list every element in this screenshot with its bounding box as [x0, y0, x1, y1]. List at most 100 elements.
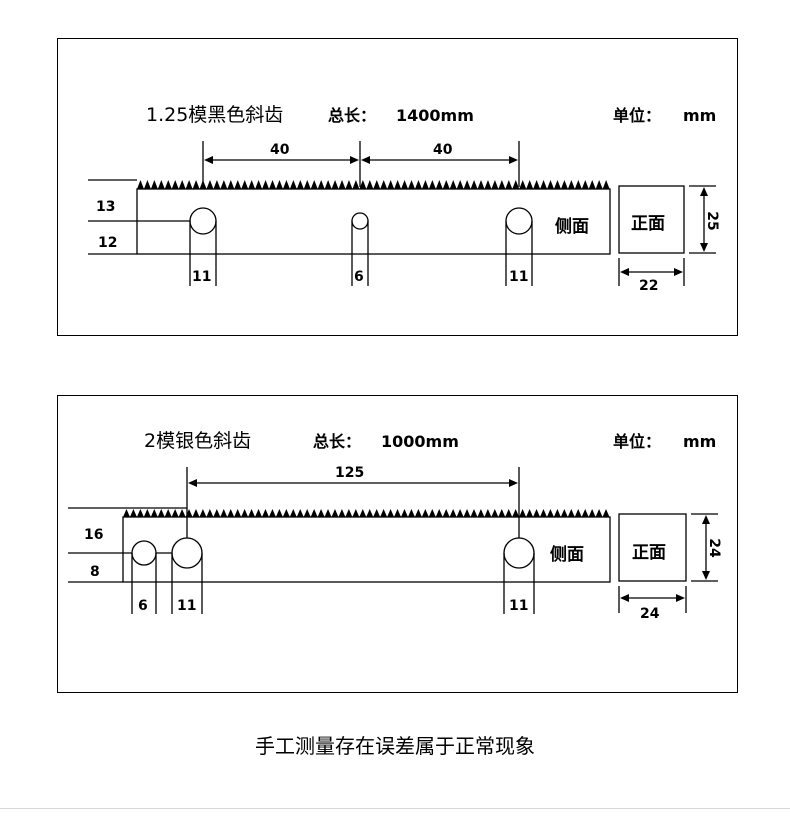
rack-tooth	[296, 509, 304, 517]
rack-tooth	[574, 509, 582, 517]
rack-tooth	[345, 180, 353, 189]
rack-tooth	[157, 509, 165, 517]
rack-2-dim-hole-left: 11	[177, 598, 196, 614]
rack-tooth	[366, 509, 374, 517]
rack-tooth	[157, 180, 165, 189]
rack-tooth	[352, 509, 360, 517]
rack-1-dim-hole-mid: 6	[354, 269, 364, 285]
rack-tooth	[470, 180, 478, 189]
rack-tooth	[234, 509, 242, 517]
rack-tooth	[491, 180, 499, 189]
rack-tooth	[401, 180, 409, 189]
rack-2-teeth	[123, 509, 610, 517]
rack-1-dim-height-upper: 13	[96, 199, 115, 215]
rack-tooth	[567, 509, 575, 517]
rack-tooth	[435, 180, 443, 189]
rack-tooth	[199, 180, 207, 189]
rack-tooth	[526, 180, 534, 189]
rack-tooth	[408, 180, 415, 189]
rack-tooth	[567, 180, 575, 189]
rack-tooth	[546, 509, 554, 517]
rack-tooth	[331, 180, 339, 189]
rack-tooth	[463, 509, 471, 517]
rack-tooth	[387, 180, 395, 189]
rack-tooth	[581, 180, 589, 189]
rack-tooth	[255, 509, 262, 517]
rack-2-dim-height-upper: 16	[84, 527, 103, 543]
rack-tooth	[303, 180, 311, 189]
rack-tooth	[275, 509, 283, 517]
rack-tooth	[276, 180, 283, 189]
rack-tooth	[199, 509, 207, 517]
rack-2-dim-height-lower: 8	[90, 564, 100, 580]
rack-tooth	[227, 509, 235, 517]
rack-tooth	[484, 180, 492, 189]
rack-1-total-length-label: 总长：	[328, 106, 376, 125]
rack-tooth	[387, 509, 395, 517]
rack-1-front-label: 正面	[631, 214, 665, 234]
rack-2-dim-front-width: 24	[640, 606, 660, 622]
rack-2-hole-right	[503, 537, 535, 569]
rack-1-hole-right	[505, 207, 533, 235]
rack-tooth	[227, 180, 235, 189]
rack-1-dim-top-left: 40	[270, 142, 290, 158]
rack-1-unit-value: mm	[683, 106, 716, 125]
rack-tooth	[380, 180, 388, 189]
rack-tooth	[234, 180, 242, 189]
rack-1-drawing: 1.25模黑色斜齿 总长： 1400mm 单位： mm 40 40	[88, 104, 720, 294]
rack-tooth	[282, 509, 290, 517]
rack-diagram-panel-2: 2模银色斜齿 总长： 1000mm 单位： mm 125	[57, 395, 738, 693]
rack-tooth	[470, 509, 478, 517]
rack-tooth	[588, 180, 596, 189]
rack-tooth	[442, 509, 450, 517]
rack-tooth	[241, 509, 249, 517]
rack-tooth	[533, 180, 541, 189]
rack-2-title: 2模银色斜齿	[144, 430, 251, 452]
rack-1-unit-label: 单位：	[613, 106, 661, 125]
rack-2-hole-left	[171, 537, 203, 569]
rack-tooth	[206, 509, 214, 517]
rack-2-dim-front-height: 24	[706, 538, 722, 558]
rack-1-total-length-value: 1400mm	[396, 106, 474, 125]
rack-1-dim-height-lower: 12	[98, 235, 117, 251]
rack-tooth	[310, 180, 318, 189]
rack-tooth	[553, 509, 561, 517]
rack-tooth	[185, 180, 193, 189]
rack-tooth	[484, 509, 492, 517]
rack-tooth	[505, 509, 513, 517]
rack-tooth	[206, 180, 214, 189]
rack-tooth	[554, 180, 561, 189]
rack-tooth	[414, 509, 422, 517]
rack-tooth	[373, 509, 381, 517]
rack-tooth	[421, 180, 429, 189]
rack-tooth	[338, 509, 346, 517]
rack-tooth	[150, 180, 158, 189]
rack-tooth	[262, 180, 270, 189]
rack-tooth	[289, 180, 297, 189]
rack-2-unit-label: 单位：	[613, 432, 661, 451]
rack-tooth	[359, 180, 367, 189]
rack-tooth	[359, 509, 367, 517]
rack-2-dim-hole-small: 6	[138, 598, 148, 614]
rack-tooth	[574, 180, 582, 189]
rack-tooth	[192, 180, 200, 189]
rack-tooth	[588, 509, 596, 517]
rack-tooth	[317, 509, 325, 517]
rack-2-side-label: 侧面	[550, 544, 584, 565]
rack-tooth	[449, 180, 457, 189]
rack-1-hole-extensions	[189, 221, 533, 286]
rack-tooth	[248, 180, 256, 189]
rack-tooth	[477, 180, 485, 189]
rack-tooth	[123, 509, 130, 517]
rack-1-top-dimensions	[202, 141, 520, 187]
rack-2-front-arrowheads	[620, 515, 710, 602]
rack-2-dim-hole-right: 11	[509, 598, 528, 614]
rack-1-front-arrowheads	[620, 187, 708, 276]
rack-tooth	[449, 509, 457, 517]
rack-tooth	[526, 509, 534, 517]
rack-tooth	[338, 180, 346, 189]
rack-tooth	[505, 180, 513, 189]
rack-2-dim-top-span: 125	[335, 465, 364, 481]
rack-tooth	[324, 180, 332, 189]
rack-tooth	[248, 509, 256, 517]
